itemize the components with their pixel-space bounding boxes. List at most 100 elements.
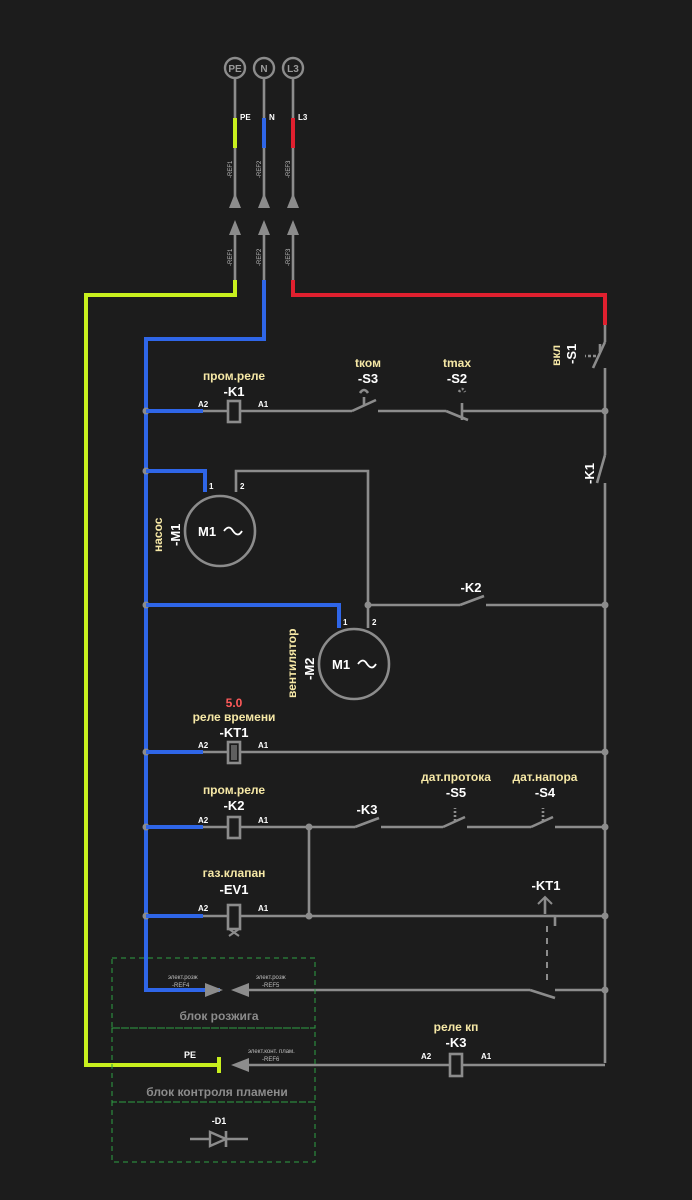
- s3-thermo-icon: [358, 388, 370, 405]
- ref5-desc: элект.розж: [256, 975, 286, 981]
- k1-contact-tag: -K1: [582, 463, 597, 484]
- diode-d1[interactable]: -D1: [190, 1116, 248, 1148]
- ref3-label-bottom: -REF3: [286, 248, 292, 266]
- flame-pe-label: PE: [184, 1050, 196, 1060]
- k1-a1: A1: [258, 400, 269, 409]
- m1-symbol: M1: [198, 524, 216, 539]
- ref1-label-top: -REF1: [228, 160, 234, 178]
- k2-coil-tag: -K2: [224, 798, 245, 813]
- ref1-label-bottom: -REF1: [228, 248, 234, 266]
- supply-terminals: PE N L3: [223, 56, 305, 80]
- ev1-tag: -EV1: [220, 882, 249, 897]
- m2-pin2: 2: [372, 618, 377, 627]
- ignition-block-label: блок розжига: [179, 1009, 258, 1023]
- l3-wire: [291, 280, 607, 325]
- m2-tag: -M2: [302, 658, 317, 680]
- m2-desc: вентилятор: [285, 629, 299, 698]
- kt1-contact-tag: -KT1: [532, 878, 561, 893]
- ev1-desc: газ.клапан: [203, 866, 266, 880]
- pe-wire: [84, 280, 237, 1067]
- m2-symbol: M1: [332, 657, 350, 672]
- k3-contact-tag: -K3: [357, 802, 378, 817]
- motor-m2[interactable]: M1 1 2 вентилятор -M2: [146, 603, 391, 701]
- k3-a1: A1: [481, 1052, 492, 1061]
- kt1-a2: A2: [198, 741, 209, 750]
- terminal-l3[interactable]: L3: [281, 56, 305, 80]
- ref3-label-top: -REF3: [286, 160, 292, 178]
- s3-contact[interactable]: [351, 398, 377, 413]
- ref3-arrow-bottom: [287, 220, 299, 235]
- row-ignition: элект.розж -REF4 элект.розж -REF5: [168, 975, 605, 1000]
- kt1-contact-2[interactable]: [529, 988, 556, 1000]
- ev1-a2: A2: [198, 904, 209, 913]
- ref1-arrow-top: [229, 193, 241, 208]
- svg-text:PE: PE: [228, 64, 242, 75]
- ref2-label-bottom: -REF2: [257, 248, 263, 266]
- terminal-pe[interactable]: PE: [223, 56, 247, 80]
- k2-a2: A2: [198, 816, 209, 825]
- s5-tag: -S5: [446, 785, 466, 800]
- m2-pin1: 1: [343, 618, 348, 627]
- k2-contact[interactable]: [459, 594, 485, 607]
- ref2-arrow-top: [258, 193, 270, 208]
- s1-desc: вкл: [549, 345, 563, 366]
- motor-m1[interactable]: M1 1 2 насос -M1: [146, 469, 370, 605]
- row-kt1: A2 A1 5.0 реле времени -KT1: [146, 696, 605, 765]
- row-k3: PE элект.конт. плам. -REF6 A2 A1 реле кп…: [184, 1020, 605, 1078]
- kt1-value: 5.0: [226, 696, 243, 710]
- k3-a2: A2: [421, 1052, 432, 1061]
- m1-tag: -M1: [168, 524, 183, 546]
- supply-drops: PE N L3 -REF1 -REF2 -REF3 -REF1 -REF2 -R…: [228, 78, 308, 280]
- k1-coil-desc: пром.реле: [203, 369, 265, 383]
- s2-thermo-icon: [457, 387, 467, 393]
- ref5-arrow: [231, 983, 249, 997]
- s1-tag: -S1: [564, 344, 579, 364]
- k2-contact-tag: -K2: [461, 580, 482, 595]
- ref6-desc: элект.конт. плам.: [248, 1049, 295, 1055]
- ref2-arrow-bottom: [258, 220, 270, 235]
- k2-coil-desc: пром.реле: [203, 783, 265, 797]
- k1-coil-tag: -K1: [224, 384, 245, 399]
- k2-coil[interactable]: [226, 815, 242, 840]
- switch-s1[interactable]: вкл -S1: [549, 341, 607, 369]
- s3-tag: -S3: [358, 371, 378, 386]
- ref4-desc: элект.розж: [168, 975, 198, 981]
- m1-pin2: 2: [240, 482, 245, 491]
- row-k2: A2 A1 пром.реле -K2 -K3 дат.протока -S5 …: [146, 770, 605, 920]
- k1-coil[interactable]: [226, 399, 242, 424]
- wire-label-l3: L3: [298, 113, 308, 122]
- k1-a2: A2: [198, 400, 209, 409]
- s4-contact[interactable]: [530, 815, 554, 829]
- row-ev1: A2 A1 газ.клапан -EV1 -KT1: [146, 866, 605, 980]
- row-k1: A2 A1 пром.реле -K1 tком -S3 tmax -S2: [146, 356, 605, 424]
- terminal-n[interactable]: N: [252, 56, 276, 80]
- k3-contact[interactable]: [354, 816, 380, 829]
- d1-tag: -D1: [212, 1116, 227, 1126]
- m1-pin1: 1: [209, 482, 214, 491]
- ref3-arrow-top: [287, 193, 299, 208]
- ref2-label-top: -REF2: [257, 160, 263, 178]
- flame-control-block: блок контроля пламени: [111, 1027, 316, 1163]
- k3-coil-tag: -K3: [446, 1035, 467, 1050]
- s2-contact[interactable]: [445, 409, 469, 422]
- svg-text:N: N: [260, 64, 267, 75]
- k2-a1: A1: [258, 816, 269, 825]
- kt1-a1: A1: [258, 741, 269, 750]
- s5-desc: дат.протока: [421, 770, 491, 784]
- ref1-arrow-bottom: [229, 220, 241, 235]
- ref4-label: -REF4: [172, 983, 190, 989]
- s5-contact[interactable]: [442, 815, 466, 829]
- s4-desc: дат.напора: [513, 770, 578, 784]
- ev1-coil[interactable]: [226, 903, 242, 931]
- kt1-desc: реле времени: [193, 710, 276, 724]
- n-wire: [144, 280, 266, 992]
- ref6-label: -REF6: [262, 1057, 280, 1063]
- s3-desc: tком: [355, 356, 381, 370]
- s4-tag: -S4: [535, 785, 556, 800]
- ev1-a1: A1: [258, 904, 269, 913]
- wire-label-n: N: [269, 113, 275, 122]
- contact-k1[interactable]: -K1: [582, 454, 607, 484]
- kt1-tag: -KT1: [220, 725, 249, 740]
- k3-coil[interactable]: [448, 1052, 464, 1078]
